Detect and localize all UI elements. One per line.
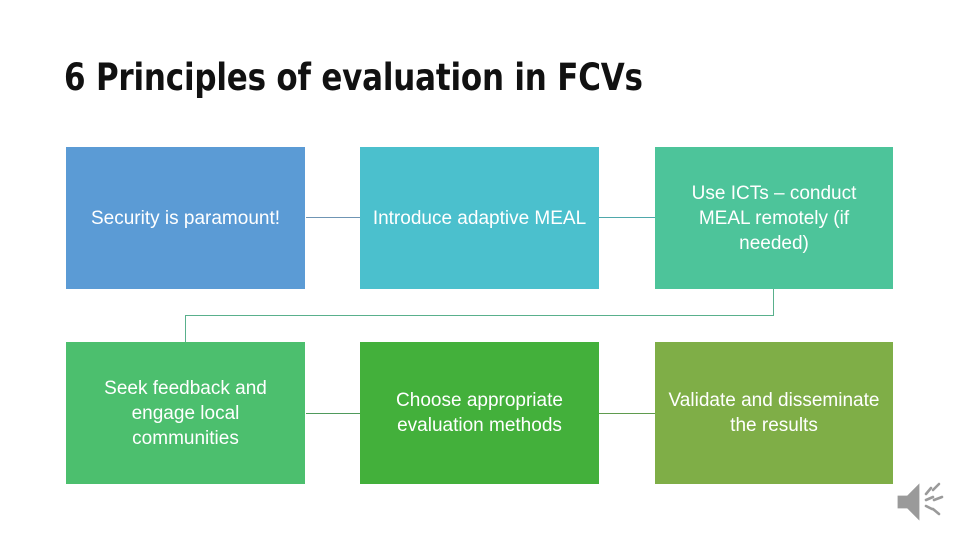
process-node-adaptive-meal[interactable]: Introduce adaptive MEAL (360, 147, 599, 289)
process-node-seek-feedback[interactable]: Seek feedback and engage local communiti… (66, 342, 305, 484)
process-node-label: Use ICTs – conduct MEAL remotely (if nee… (691, 182, 857, 254)
process-node-label: Security is paramount! (90, 207, 281, 229)
process-node-label: Choose appropriate evaluation methods (396, 390, 563, 436)
connector-node3-node4-segment-enter (185, 315, 186, 343)
speaker-icon[interactable] (893, 476, 949, 528)
connector-node3-node4-segment-down (773, 289, 774, 316)
process-node-choose-methods[interactable]: Choose appropriate evaluation methods (360, 342, 599, 484)
connector-node5-node6 (599, 413, 655, 414)
process-node-security[interactable]: Security is paramount! (66, 147, 305, 289)
connector-node3-node4-segment-left (185, 315, 774, 316)
connector-node4-node5 (306, 413, 360, 414)
connector-node2-node3 (599, 217, 655, 218)
page-title: 6 Principles of evaluation in FCVs (64, 56, 643, 99)
process-node-label: Validate and disseminate the results (668, 390, 880, 436)
process-node-label: Introduce adaptive MEAL (372, 207, 587, 229)
process-node-use-icts[interactable]: Use ICTs – conduct MEAL remotely (if nee… (655, 147, 893, 289)
process-node-validate-disseminate[interactable]: Validate and disseminate the results (655, 342, 893, 484)
process-node-label: Seek feedback and engage local communiti… (104, 377, 267, 449)
connector-node1-node2 (306, 217, 360, 218)
